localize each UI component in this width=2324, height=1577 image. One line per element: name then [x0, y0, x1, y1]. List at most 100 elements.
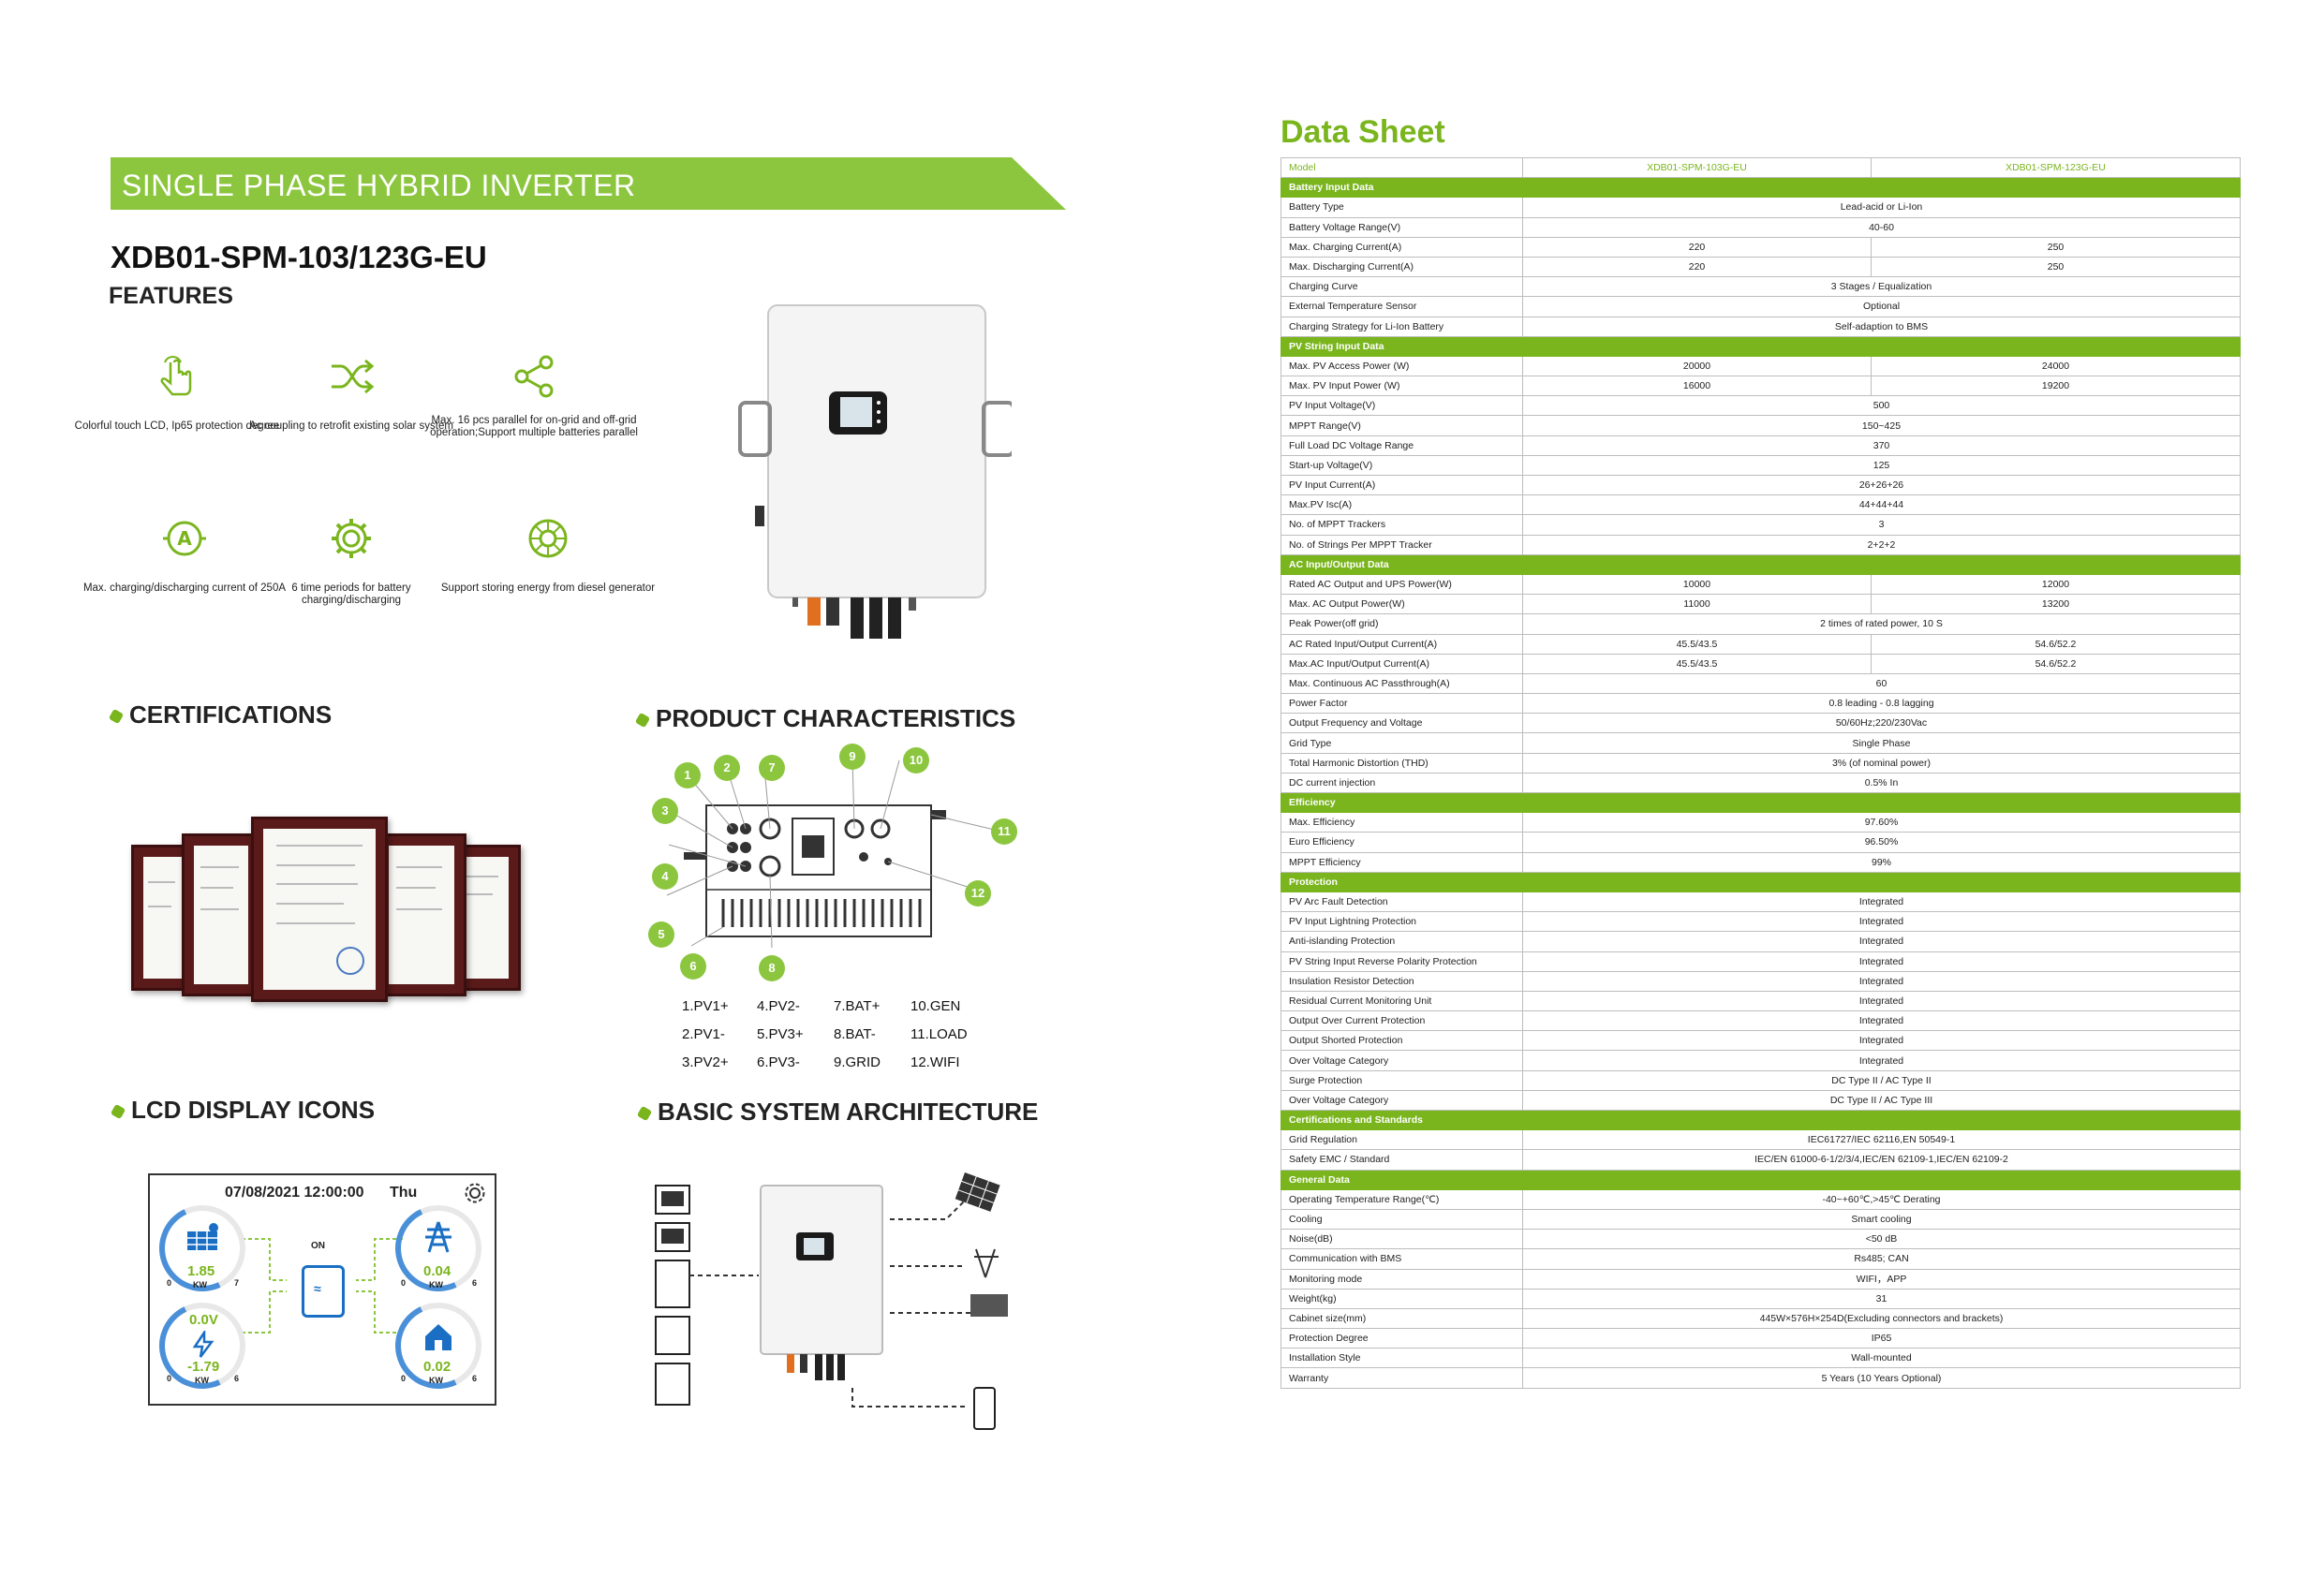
spec-value: 0.8 leading - 0.8 lagging: [1522, 693, 2241, 715]
port-label: 7.BAT+: [834, 998, 881, 1014]
feature-generator: Support storing energy from diesel gener…: [440, 513, 656, 595]
ports-diagram: [666, 756, 1003, 949]
spec-label: No. of Strings Per MPPT Tracker: [1280, 534, 1523, 555]
section-header-row: PV String Input Data: [1280, 335, 2241, 357]
spec-label: Cabinet size(mm): [1280, 1307, 1523, 1330]
spec-label: Charging Strategy for Li-Ion Battery: [1280, 316, 1523, 337]
section-header: General Data: [1280, 1169, 2241, 1190]
port-marker: 12: [965, 880, 991, 906]
settings-gear-icon[interactable]: [463, 1181, 487, 1205]
spec-value: 2+2+2: [1522, 534, 2241, 555]
section-header: PV String Input Data: [1280, 335, 2241, 357]
spec-value: <50 dB: [1522, 1229, 2241, 1250]
table-row: PV Input Voltage(V)500: [1280, 395, 2241, 417]
spec-label: Output Over Current Protection: [1280, 1010, 1523, 1032]
grid-value: 0.04: [423, 1263, 451, 1279]
spec-value: 3 Stages / Equalization: [1522, 276, 2241, 298]
spec-label: Max. AC Output Power(W): [1280, 594, 1523, 615]
table-row: Start-up Voltage(V)125: [1280, 454, 2241, 477]
banner-title: SINGLE PHASE HYBRID INVERTER: [122, 169, 636, 202]
table-row: Max.PV Isc(A)44+44+44: [1280, 494, 2241, 516]
section-header: Protection: [1280, 871, 2241, 892]
spec-value-103: 10000: [1522, 573, 1872, 596]
port-label: 1.PV1+: [682, 998, 729, 1014]
spec-label: PV Input Lightning Protection: [1280, 911, 1523, 933]
spec-value-103: 45.5/43.5: [1522, 633, 1872, 655]
svg-text:A: A: [177, 527, 192, 550]
spec-value: IEC/EN 61000-6-1/2/3/4,IEC/EN 62109-1,IE…: [1522, 1149, 2241, 1171]
spec-label: Protection Degree: [1280, 1328, 1523, 1349]
spec-label: PV Input Current(A): [1280, 474, 1523, 496]
spec-value: Integrated: [1522, 970, 2241, 992]
spec-value-123: 13200: [1871, 594, 2241, 615]
spec-value: 96.50%: [1522, 832, 2241, 853]
spec-value: 31: [1522, 1288, 2241, 1309]
spec-label: Grid Regulation: [1280, 1129, 1523, 1151]
lcd-display: 07/08/2021 12:00:00 Thu ON ≈ 1.85 KW 0 7…: [147, 1173, 496, 1406]
load-value: 0.02: [423, 1359, 451, 1375]
spec-value: 150~425: [1522, 415, 2241, 436]
pv-value: 1.85: [187, 1263, 215, 1279]
table-row: PV Input Current(A)26+26+26: [1280, 474, 2241, 496]
spec-label: No. of MPPT Trackers: [1280, 514, 1523, 536]
port-marker: 3: [652, 798, 678, 824]
table-row: Noise(dB)<50 dB: [1280, 1229, 2241, 1250]
lcd-display-title: LCD DISPLAY ICONS: [110, 1096, 375, 1125]
spec-value-123: 250: [1871, 256, 2241, 278]
spec-label: Max. Discharging Current(A): [1280, 256, 1523, 278]
spec-label: MPPT Range(V): [1280, 415, 1523, 436]
port-label: 10.GEN: [910, 998, 961, 1014]
spec-label: AC Rated Input/Output Current(A): [1280, 633, 1523, 655]
spec-label: Anti-islanding Protection: [1280, 931, 1523, 952]
port-marker: 9: [839, 744, 866, 770]
spec-label: Max. Continuous AC Passthrough(A): [1280, 672, 1523, 695]
lcd-day: Thu: [390, 1185, 418, 1201]
header-cell: XDB01-SPM-103G-EU: [1522, 156, 1872, 179]
spec-value: Lead-acid or Li-Ion: [1522, 197, 2241, 218]
port-marker: 10: [903, 747, 929, 774]
model-title: XDB01-SPM-103/123G-EU: [111, 240, 487, 274]
spec-label: Total Harmonic Distortion (THD): [1280, 752, 1523, 774]
spec-label: Operating Temperature Range(℃): [1280, 1188, 1523, 1210]
spec-label: PV String Input Reverse Polarity Protect…: [1280, 951, 1523, 972]
table-row: Operating Temperature Range(℃)-40~+60℃,>…: [1280, 1188, 2241, 1210]
spec-value-123: 24000: [1871, 355, 2241, 377]
port-label: 3.PV2+: [682, 1054, 729, 1070]
spec-label: Full Load DC Voltage Range: [1280, 435, 1523, 456]
spec-value-103: 220: [1522, 256, 1872, 278]
section-header-row: Protection: [1280, 871, 2241, 892]
spec-value-103: 45.5/43.5: [1522, 653, 1872, 674]
port-marker: 11: [991, 818, 1017, 845]
header-cell: XDB01-SPM-123G-EU: [1871, 156, 2241, 179]
spec-value-103: 20000: [1522, 355, 1872, 377]
spec-value: Rs485; CAN: [1522, 1248, 2241, 1270]
datasheet-title: Data Sheet: [1280, 114, 1445, 150]
port-label: 5.PV3+: [757, 1026, 804, 1042]
product-characteristics-title: PRODUCT CHARACTERISTICS: [634, 704, 1015, 733]
spec-label: Output Frequency and Voltage: [1280, 713, 1523, 734]
table-row: Weight(kg)31: [1280, 1288, 2241, 1309]
port-marker: 1: [674, 762, 701, 788]
spec-label: Surge Protection: [1280, 1069, 1523, 1091]
spec-value: Wall-mounted: [1522, 1348, 2241, 1369]
spec-value-123: 250: [1871, 236, 2241, 258]
